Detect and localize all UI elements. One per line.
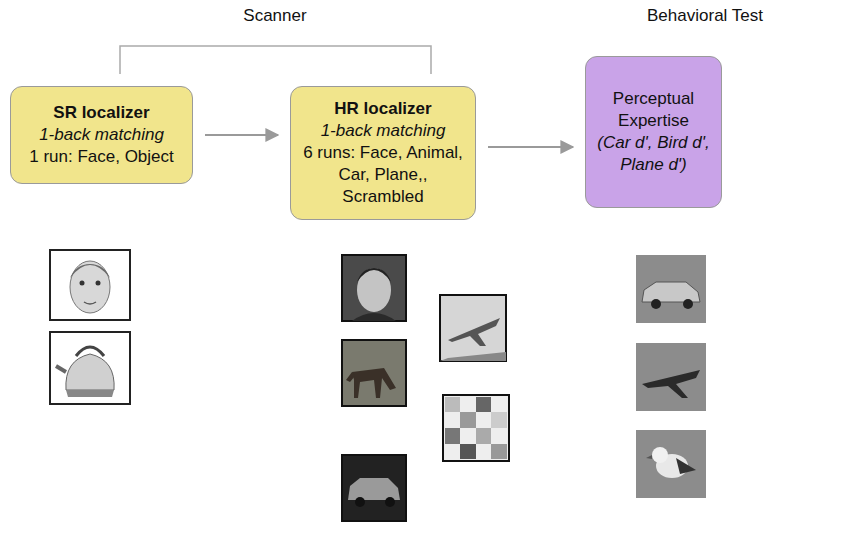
box-title: Perceptual Expertise [594,88,713,132]
process-box: HR localizer1-back matching6 runs: Face,… [290,86,476,220]
box-title: SR localizer [53,102,149,124]
face-picture [342,255,406,321]
box-text: 6 runs: Face, Animal, Car, Plane,, Scram… [299,142,467,208]
process-box: SR localizer1-back matching1 run: Face, … [10,86,193,184]
plane-stimulus [636,343,706,411]
box-text: 1-back matching [39,124,164,146]
arrow-connector [488,146,573,148]
group-label: Scanner [241,6,308,26]
animal-picture [342,340,406,406]
arrow-connector [205,134,278,136]
plane-picture [440,295,506,361]
box-text: (Car d', Bird d', Plane d') [594,132,713,176]
scrambled-picture [443,395,509,461]
test-box: Perceptual Expertise(Car d', Bird d', Pl… [585,56,722,208]
box-text: 1-back matching [321,120,446,142]
bird-stimulus [636,430,706,498]
bracket [120,46,431,74]
face-picture [50,250,130,320]
box-text: 1 run: Face, Object [29,146,174,168]
stage-label: Behavioral Test [645,6,765,26]
box-title: HR localizer [334,98,431,120]
object-picture [50,332,130,404]
car-stimulus [636,255,706,323]
car-picture [342,455,406,521]
